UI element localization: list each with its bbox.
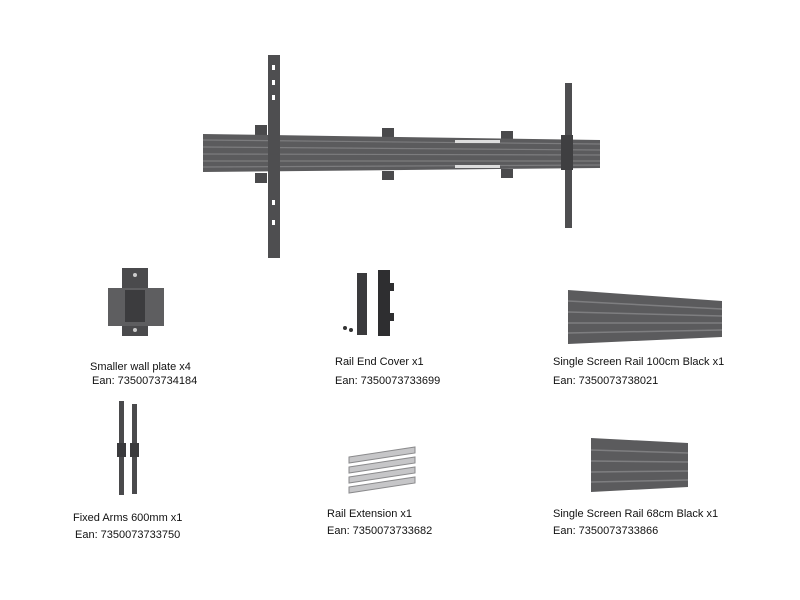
rail-extension-image	[348, 446, 416, 494]
item-name: Fixed Arms 600mm x1	[73, 512, 183, 524]
wall-plate-image	[108, 268, 164, 336]
item-ean: Ean: 7350073733750	[75, 529, 181, 541]
fixed-arms-image	[117, 401, 139, 495]
rail-end-cover-image	[343, 270, 394, 336]
item-name: Single Screen Rail 100cm Black x1	[553, 356, 725, 368]
item-ean: Ean: 7350073738021	[553, 375, 659, 387]
item-ean: Ean: 7350073733866	[553, 525, 659, 537]
item-name: Single Screen Rail 68cm Black x1	[553, 508, 719, 520]
rail-100cm-image	[567, 290, 723, 344]
item-name: Rail Extension x1	[327, 508, 412, 520]
item-name: Smaller wall plate x4	[90, 361, 191, 373]
item-ean: Ean: 7350073734184	[92, 375, 198, 387]
item-name: Rail End Cover x1	[335, 356, 424, 368]
assembled-mount-image	[202, 55, 601, 258]
item-ean: Ean: 7350073733682	[327, 525, 433, 537]
rail-68cm-image	[590, 438, 689, 492]
item-ean: Ean: 7350073733699	[335, 375, 441, 387]
